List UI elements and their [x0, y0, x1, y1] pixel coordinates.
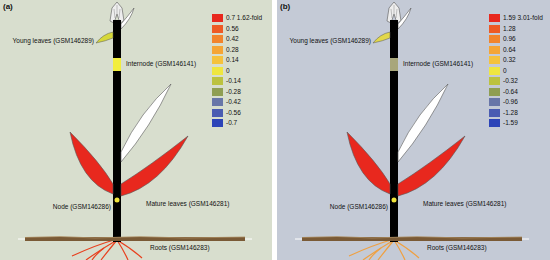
legend-value: -1.28 [503, 109, 518, 116]
legend-value: 0.96 [503, 35, 516, 42]
legend-value: 0 [503, 67, 507, 74]
tissue-label: Roots (GSM146283) [150, 244, 210, 251]
legend-value: -1.59 [503, 119, 518, 126]
legend-swatch [212, 56, 223, 64]
legend-value: 0.28 [226, 46, 239, 53]
legend-value: -0.42 [226, 98, 241, 105]
legend-swatch [489, 98, 500, 106]
panel-letter: (a) [3, 2, 13, 11]
legend-swatch [489, 25, 500, 33]
panel-ground [277, 0, 550, 260]
legend-value: 0.64 [503, 46, 516, 53]
legend-swatch [489, 35, 500, 43]
legend-value: 0.7 1.62-fold [226, 14, 262, 21]
legend-swatch [212, 119, 223, 127]
legend-swatch [489, 46, 500, 54]
legend-value: 0 [226, 67, 230, 74]
legend-value: -0.7 [226, 119, 237, 126]
legend-swatch [212, 88, 223, 96]
legend-swatch [212, 46, 223, 54]
legend-value: 0.32 [503, 56, 516, 63]
legend-value: -0.56 [226, 109, 241, 116]
tissue-label: Node (GSM146286) [53, 203, 111, 210]
tissue-label: Young leaves (GSM146289) [13, 37, 94, 44]
legend-swatch [489, 88, 500, 96]
legend-value: 0.56 [226, 25, 239, 32]
legend-value: 1.28 [503, 25, 516, 32]
legend-value: -0.64 [503, 88, 518, 95]
tissue-label: Mature leaves (GSM146281) [146, 200, 229, 207]
tissue-label: Roots (GSM146283) [427, 244, 487, 251]
legend-swatch [489, 67, 500, 75]
panel-letter: (b) [280, 2, 290, 11]
legend-swatch [212, 109, 223, 117]
legend-swatch [489, 77, 500, 85]
legend-swatch [489, 119, 500, 127]
legend-value: 0.14 [226, 56, 239, 63]
legend-swatch [212, 67, 223, 75]
legend-swatch [212, 35, 223, 43]
legend-value: -0.32 [503, 77, 518, 84]
tissue-label: Internode (GSM146141) [403, 60, 473, 67]
legend-value: -0.96 [503, 98, 518, 105]
tissue-label: Internode (GSM146141) [126, 60, 196, 67]
legend-value: -0.28 [226, 88, 241, 95]
legend-swatch [212, 98, 223, 106]
legend-swatch [489, 109, 500, 117]
legend-swatch [212, 14, 223, 22]
panel-ground [0, 0, 272, 260]
tissue-label: Mature leaves (GSM146281) [423, 200, 506, 207]
legend-value: 0.42 [226, 35, 239, 42]
legend-value: -0.14 [226, 77, 241, 84]
legend-value: 1.59 3.01-fold [503, 14, 543, 21]
legend-swatch [212, 77, 223, 85]
tissue-label: Young leaves (GSM146289) [290, 37, 371, 44]
legend-swatch [489, 56, 500, 64]
legend-swatch [489, 14, 500, 22]
legend-swatch [212, 25, 223, 33]
tissue-label: Node (GSM146286) [330, 203, 388, 210]
